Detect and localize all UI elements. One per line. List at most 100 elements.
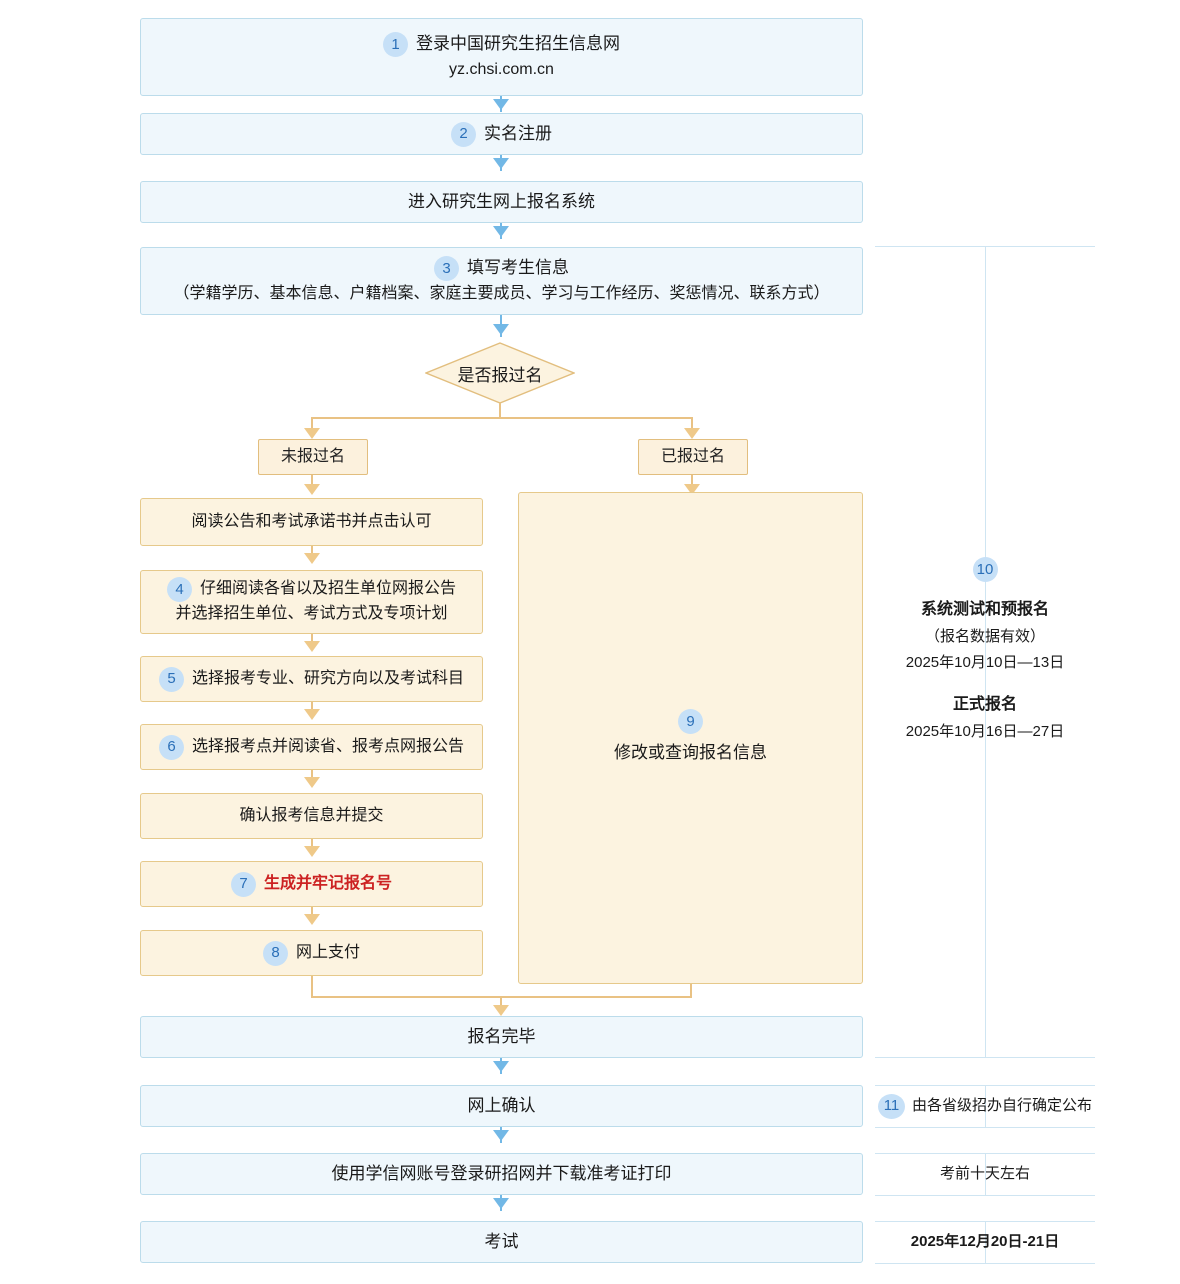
timeline-cell-13: 2025年12月20日-21日 [875, 1221, 1095, 1263]
timeline-divider-row-13 [985, 1221, 986, 1263]
step-number-badge-3: 3 [434, 256, 459, 282]
step-number-badge-1: 1 [383, 32, 408, 58]
timeline-13-label: 2025年12月20日-21日 [910, 1232, 1060, 1250]
merge-center-drop [500, 996, 502, 1010]
bottom-step-ticket-label: 使用学信网账号登录研招网并下载准考证打印 [331, 1163, 672, 1183]
left-step-confirm-label: 确认报考信息并提交 [239, 806, 384, 824]
bottom-step-node-online-confirm[interactable]: 网上确认 [140, 1085, 863, 1127]
decision-label: 是否报过名 [457, 365, 543, 385]
arrow-1-2 [493, 99, 509, 110]
left-step-8-row: 8 网上支付 [141, 940, 482, 966]
left-step-4-label: 仔细阅读各省以及招生单位网报公告 [199, 580, 456, 598]
branch-label-not-registered[interactable]: 未报过名 [258, 439, 368, 475]
left-step-confirm-row: 确认报考信息并提交 [141, 804, 482, 829]
left-step-node-4[interactable]: 4 仔细阅读各省以及招生单位网报公告 并选择招生单位、考试方式及专项计划 [140, 570, 483, 634]
timeline-rule-top [875, 246, 1095, 247]
step-number-badge-8: 8 [262, 940, 288, 966]
step-number-badge-4: 4 [166, 577, 192, 603]
timeline-10-line-5: 正式报名 [952, 695, 1017, 713]
step-1-label: 登录中国研究生招生信息网 [416, 34, 620, 54]
step-1-primary-row: 1 登录中国研究生招生信息网 [141, 31, 862, 58]
timeline-rule-11-bottom [875, 1127, 1095, 1128]
merge-left-stem [311, 976, 313, 998]
branch-left-label: 未报过名 [280, 447, 345, 465]
arrow-left-label-to-box [304, 484, 320, 495]
timeline-cell-11: 11 由各省级招办自行确定公布 [875, 1085, 1095, 1127]
timeline-cell-10: 10 系统测试和预报名 （报名数据有效） 2025年10月10日—13日 正式报… [875, 556, 1095, 746]
timeline-11-row: 11 由各省级招办自行确定公布 [877, 1093, 1092, 1119]
step-node-1[interactable]: 1 登录中国研究生招生信息网 yz.chsi.com.cn [140, 18, 863, 96]
arrow-left-5-6 [304, 846, 320, 857]
step-number-badge-9-wrap: 9 修改或查询报名信息 [614, 709, 767, 766]
arrow-left-1-2 [304, 553, 320, 564]
timeline-rule-13-bottom [875, 1263, 1095, 1264]
left-step-node-6[interactable]: 6 选择报考点并阅读省、报考点网报公告 [140, 724, 483, 770]
step-1-url: yz.chsi.com.cn [449, 60, 554, 78]
left-step-7-row: 7 生成并牢记报名号 [141, 871, 482, 897]
step-node-enter-system[interactable]: 进入研究生网上报名系统 [140, 181, 863, 223]
left-step-node-read-notice[interactable]: 阅读公告和考试承诺书并点击认可 [140, 498, 483, 546]
connector-left-label-to-box [311, 475, 313, 491]
step-number-badge-6: 6 [158, 734, 184, 760]
decision-node[interactable]: 是否报过名 [425, 342, 575, 404]
right-step-9-label: 修改或查询报名信息 [614, 743, 767, 763]
decision-stem [499, 403, 501, 418]
left-step-5-row: 5 选择报考专业、研究方向以及考试科目 [141, 666, 482, 692]
step-3-detail: （学籍学历、基本信息、户籍档案、家庭主要成员、学习与工作经历、奖惩情况、联系方式… [173, 284, 830, 302]
timeline-rule-13-top [875, 1221, 1095, 1222]
enter-system-label: 进入研究生网上报名系统 [408, 191, 595, 211]
timeline-10-line-1: 系统测试和预报名 [920, 601, 1049, 619]
left-step-node-confirm[interactable]: 确认报考信息并提交 [140, 793, 483, 839]
decision-right-drop [691, 417, 693, 434]
timeline-divider-row-12 [985, 1153, 986, 1195]
bottom-step-node-done[interactable]: 报名完毕 [140, 1016, 863, 1058]
left-step-4-detail: 并选择招生单位、考试方式及专项计划 [175, 605, 448, 623]
arrow-to-decision [493, 324, 509, 335]
bottom-step-node-download-ticket[interactable]: 使用学信网账号登录研招网并下载准考证打印 [140, 1153, 863, 1195]
left-step-node-8[interactable]: 8 网上支付 [140, 930, 483, 976]
arrow-3-4 [493, 226, 509, 237]
left-step-1-label: 阅读公告和考试承诺书并点击认可 [191, 512, 432, 530]
arrow-done-confirm [493, 1061, 509, 1072]
timeline-11-label: 由各省级招办自行确定公布 [911, 1096, 1092, 1114]
connector-right-label-to-box [691, 475, 693, 491]
branch-label-already-registered[interactable]: 已报过名 [638, 439, 748, 475]
left-step-1-row: 阅读公告和考试承诺书并点击认可 [141, 510, 482, 535]
timeline-rule-done-top [875, 1057, 1095, 1058]
step-3-primary-row: 3 填写考生信息 [141, 255, 862, 282]
arrow-left-2-3 [304, 641, 320, 652]
decision-left-drop [311, 417, 313, 434]
step-number-badge-9: 9 [678, 709, 703, 735]
step-number-badge-2: 2 [451, 121, 476, 147]
arrow-right-label-to-box [684, 484, 700, 495]
arrow-left-4-5 [304, 777, 320, 788]
bottom-step-node-exam[interactable]: 考试 [140, 1221, 863, 1263]
timeline-divider-upper [985, 246, 986, 1058]
bottom-step-done-label: 报名完毕 [467, 1026, 536, 1046]
timeline-10-line-6: 2025年10月16日—27日 [905, 722, 1065, 740]
step-node-3[interactable]: 3 填写考生信息 （学籍学历、基本信息、户籍档案、家庭主要成员、学习与工作经历、… [140, 247, 863, 315]
timeline-12-label: 考前十天左右 [939, 1164, 1030, 1182]
arrow-confirm-ticket [493, 1130, 509, 1141]
step-number-badge-7: 7 [230, 871, 256, 897]
bottom-step-exam-label: 考试 [484, 1231, 519, 1251]
left-step-8-label: 网上支付 [295, 943, 360, 961]
arrow-left-3-4 [304, 709, 320, 720]
enter-system-row: 进入研究生网上报名系统 [141, 189, 862, 215]
merge-right-stem [690, 984, 692, 998]
left-step-node-7[interactable]: 7 生成并牢记报名号 [140, 861, 483, 907]
right-step-node-9[interactable]: 9 修改或查询报名信息 [518, 492, 863, 984]
arrow-decision-right [684, 428, 700, 439]
step-number-badge-11: 11 [877, 1093, 905, 1119]
step-2-primary-row: 2 实名注册 [141, 121, 862, 147]
arrow-left-6-7 [304, 914, 320, 925]
timeline-rule-12-top [875, 1153, 1095, 1154]
arrow-decision-left [304, 428, 320, 439]
step-node-2[interactable]: 2 实名注册 [140, 113, 863, 155]
arrow-merge-to-done [493, 1005, 509, 1016]
timeline-rule-11-top [875, 1085, 1095, 1086]
timeline-cell-12: 考前十天左右 [875, 1153, 1095, 1195]
left-step-node-5[interactable]: 5 选择报考专业、研究方向以及考试科目 [140, 656, 483, 702]
arrow-2-3 [493, 158, 509, 169]
